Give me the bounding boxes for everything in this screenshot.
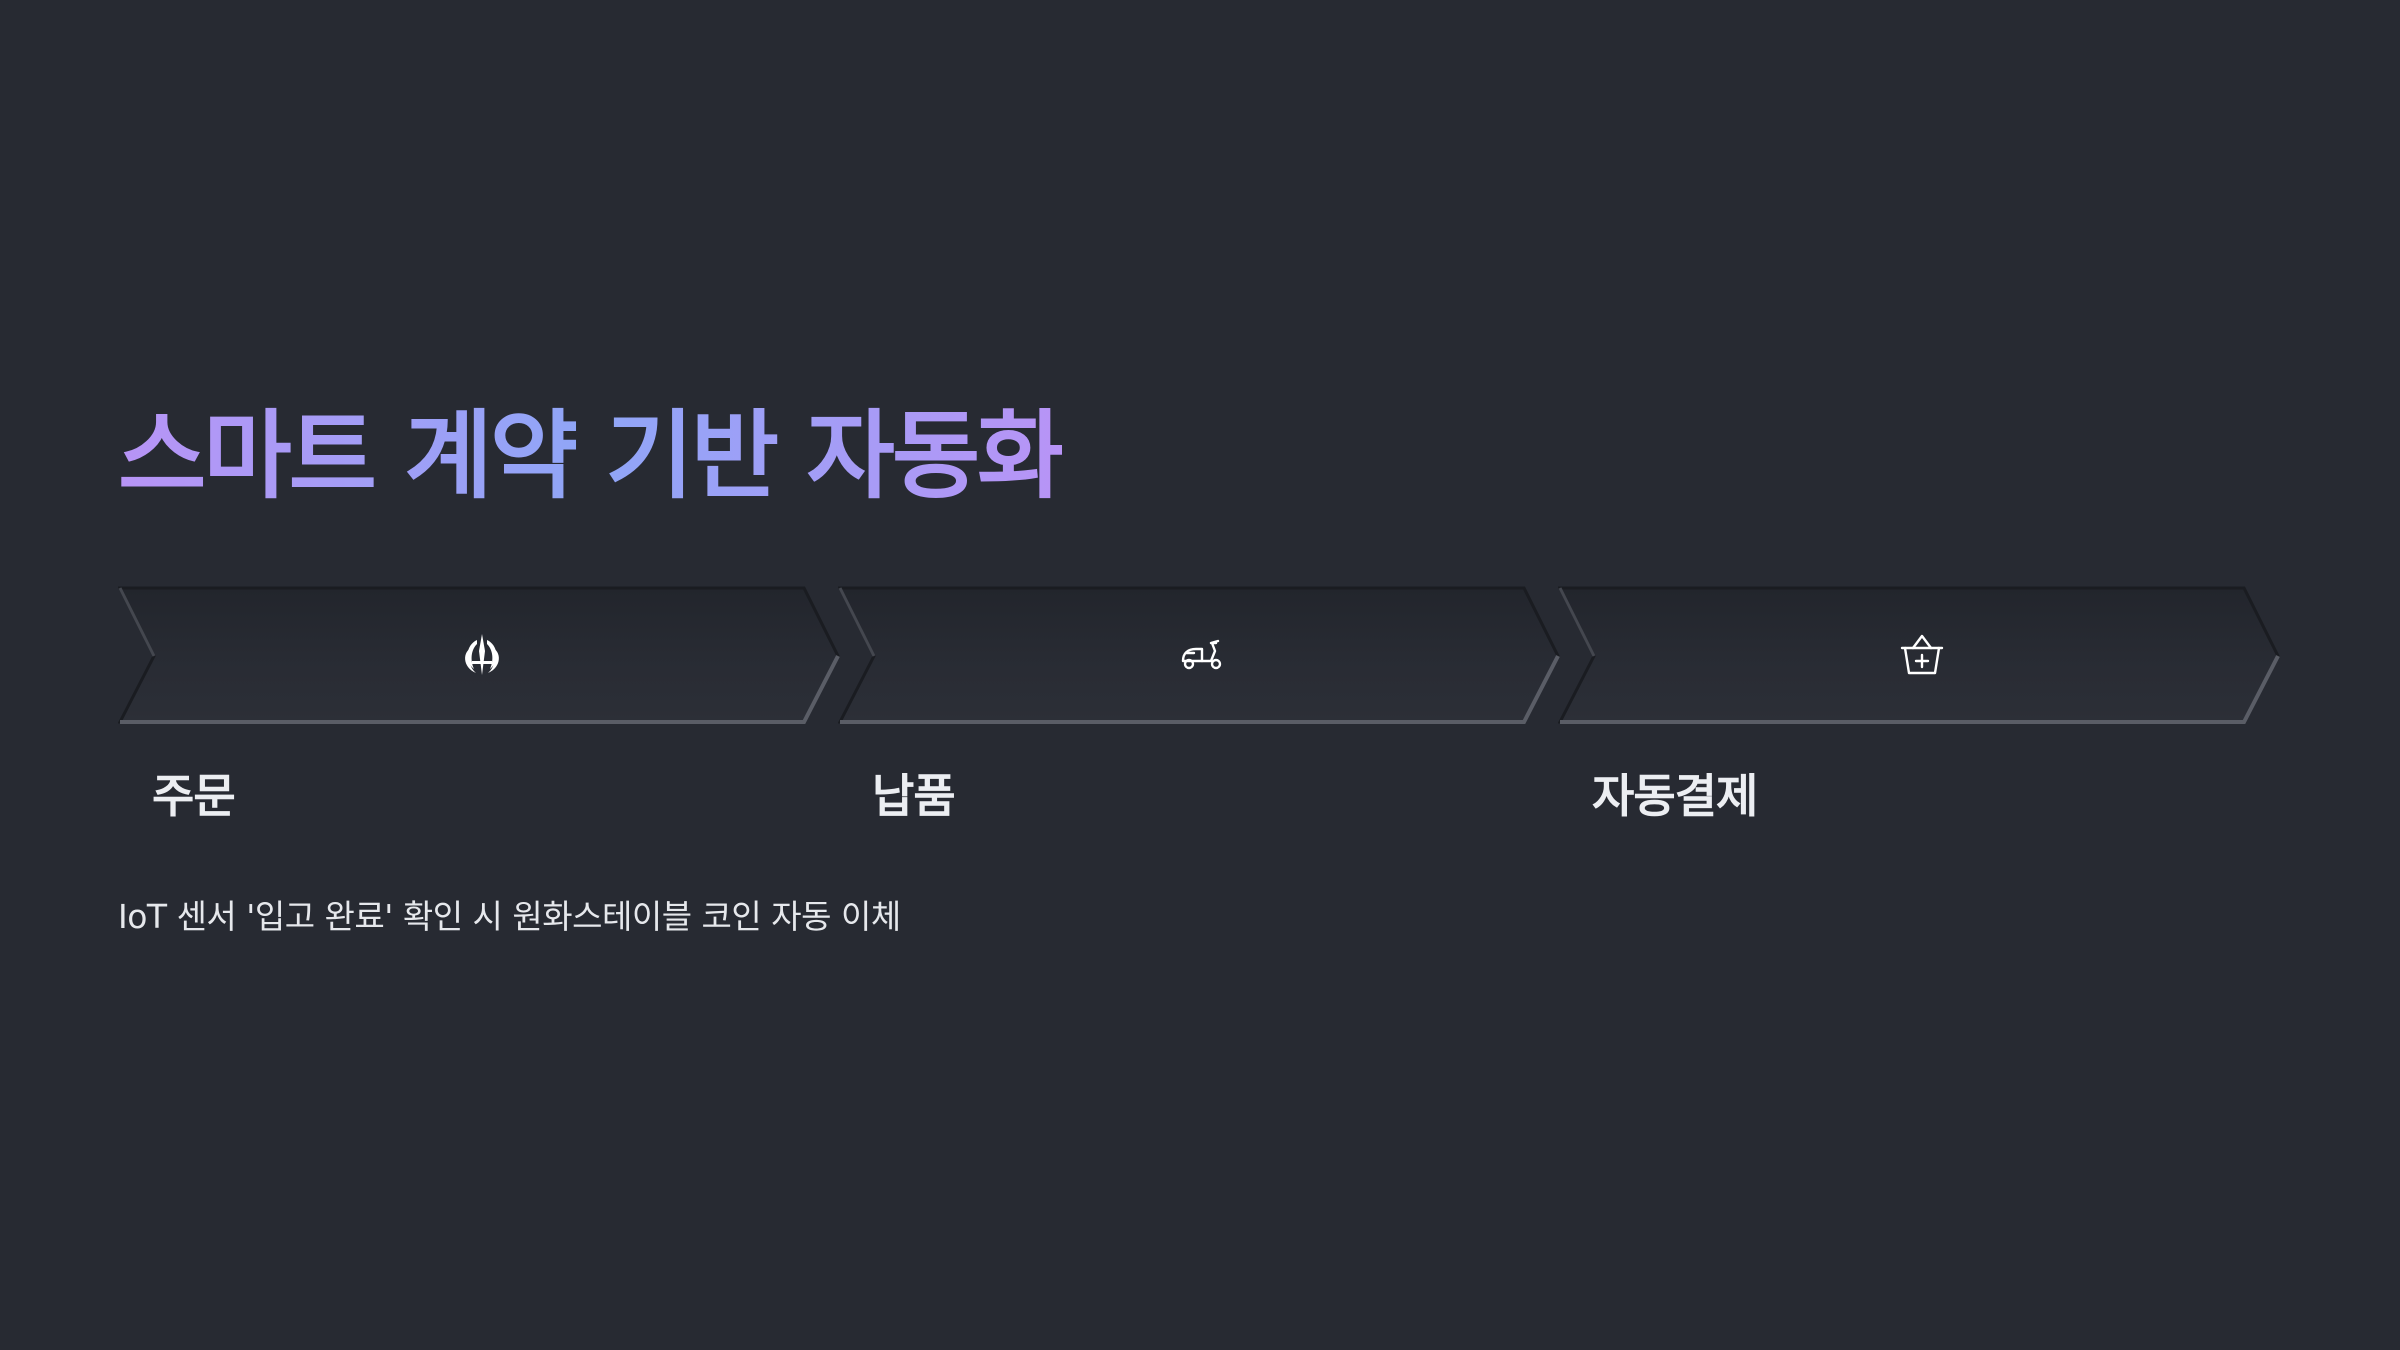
step-label-order: 주문 <box>152 769 236 823</box>
slide-description: IoT 센서 '입고 완료' 확인 시 원화스테이블 코인 자동 이체 <box>118 897 901 936</box>
step-label-auto-payment: 자동결제 <box>1592 769 1758 823</box>
jedi-order-icon <box>458 631 506 679</box>
scooter-icon <box>1178 631 1226 679</box>
step-chevron <box>838 584 1560 726</box>
step-label-delivery: 납품 <box>872 769 956 823</box>
basket-plus-icon <box>1898 631 1946 679</box>
step-order: 주문 <box>118 584 840 844</box>
step-chevron <box>1558 584 2280 726</box>
step-chevron <box>118 584 840 726</box>
process-steps: 주문 <box>118 584 2284 844</box>
step-delivery: 납품 <box>838 584 1560 844</box>
slide-title: 스마트 계약 기반 자동화 <box>118 400 1065 512</box>
step-auto-payment: 자동결제 <box>1558 584 2280 844</box>
